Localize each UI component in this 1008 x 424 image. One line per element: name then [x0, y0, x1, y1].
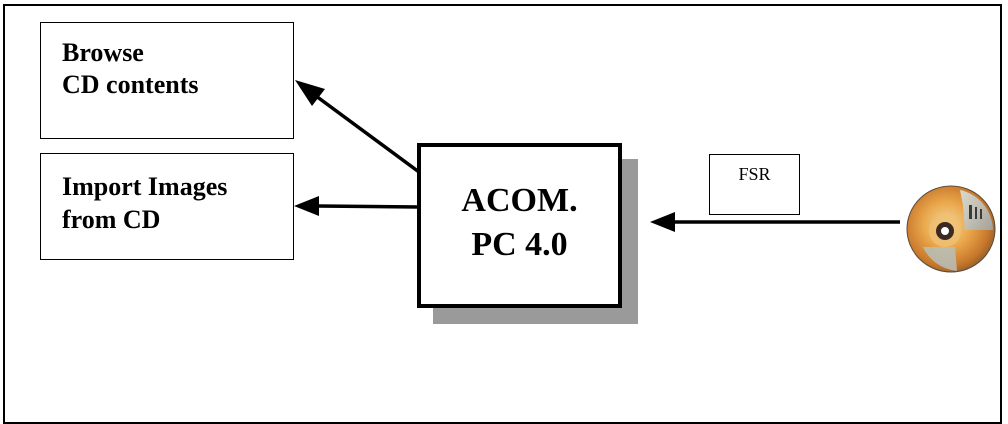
arrow-pc-to-import [294, 196, 420, 216]
browse-cd-contents-box: Browse CD contents [40, 22, 294, 139]
import-box-line-2: from CD [62, 205, 161, 234]
acom-pc-line-2: PC 4.0 [471, 226, 568, 263]
import-images-box: Import Images from CD [40, 153, 294, 260]
arrow-cd-to-pc [650, 212, 900, 232]
acom-pc-box: ACOM. PC 4.0 [417, 143, 622, 308]
acom-pc-line-1: ACOM. [461, 182, 578, 219]
fsr-label-box: FSR [709, 154, 800, 215]
fsr-label: FSR [738, 164, 771, 184]
browse-box-line-1: Browse [62, 38, 144, 67]
cd-disc-icon [906, 185, 996, 273]
browse-box-line-2: CD contents [62, 70, 199, 99]
import-box-line-1: Import Images [62, 172, 228, 201]
connector-arrows [294, 80, 900, 232]
arrow-pc-to-browse [295, 80, 421, 174]
